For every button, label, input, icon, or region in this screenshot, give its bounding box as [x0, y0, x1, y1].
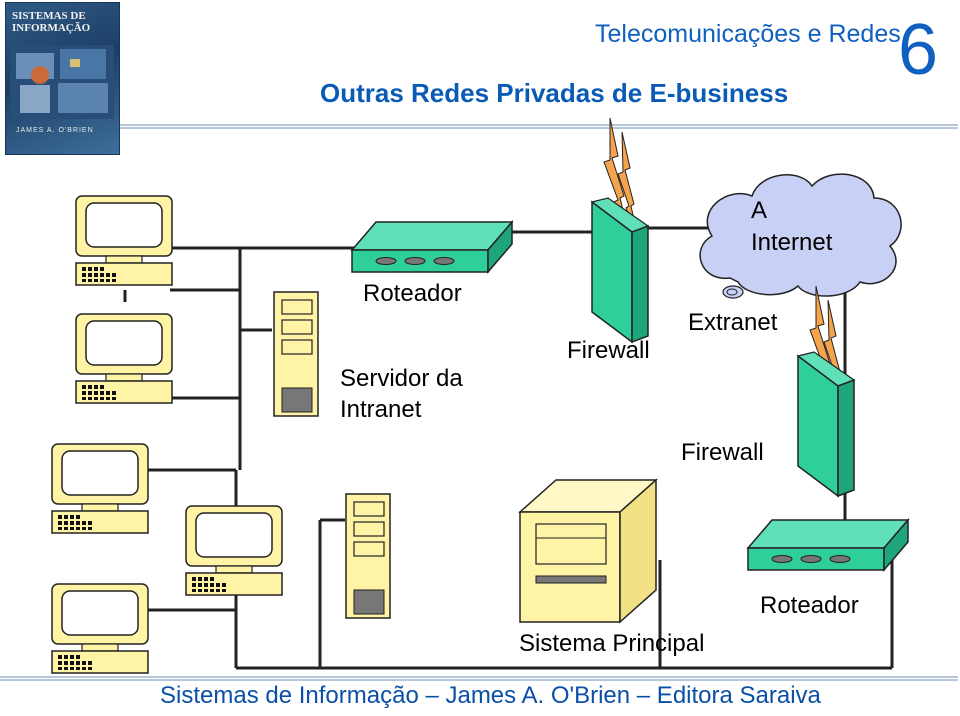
book-cover-art	[10, 45, 114, 119]
firewall-right-device	[796, 351, 856, 498]
label-internet-line2: Internet	[751, 229, 833, 256]
label-intranet-server-line2: Intranet	[340, 396, 422, 423]
course-title: Telecomunicações e Redes	[595, 20, 901, 48]
label-router-bottom: Roteador	[760, 592, 859, 619]
firewall-left-device	[590, 197, 650, 344]
footer-text: Sistemas de Informação – James A. O'Brie…	[160, 682, 821, 709]
internet-cloud	[699, 173, 902, 299]
mainframe-computer	[518, 478, 658, 624]
label-intranet-server-line1: Servidor da	[340, 365, 463, 392]
workstation-5	[51, 583, 149, 674]
router-bottom-device	[746, 517, 910, 573]
label-firewall-right: Firewall	[681, 439, 764, 466]
server-tower-2	[345, 493, 391, 619]
label-router-top: Roteador	[363, 280, 462, 307]
book-author: JAMES A. O'BRIEN	[16, 127, 94, 134]
workstation-3	[51, 443, 149, 534]
label-internet-line1: A	[751, 197, 768, 224]
workstation-4	[185, 505, 283, 596]
book-title: SISTEMAS DE INFORMAÇÃO	[12, 10, 91, 34]
slide-title: Outras Redes Privadas de E-business	[320, 78, 789, 108]
intranet-server-tower	[273, 291, 319, 417]
workstation-1	[75, 195, 173, 286]
workstation-2	[75, 313, 173, 404]
label-firewall-left: Firewall	[567, 337, 650, 364]
chapter-number: 6	[898, 10, 939, 90]
label-mainframe: Sistema Principal	[519, 630, 705, 657]
router-top-device	[350, 219, 514, 275]
book-cover-image: SISTEMAS DE INFORMAÇÃO JAMES A. O'BRIEN	[5, 2, 120, 155]
label-extranet: Extranet	[688, 309, 778, 336]
